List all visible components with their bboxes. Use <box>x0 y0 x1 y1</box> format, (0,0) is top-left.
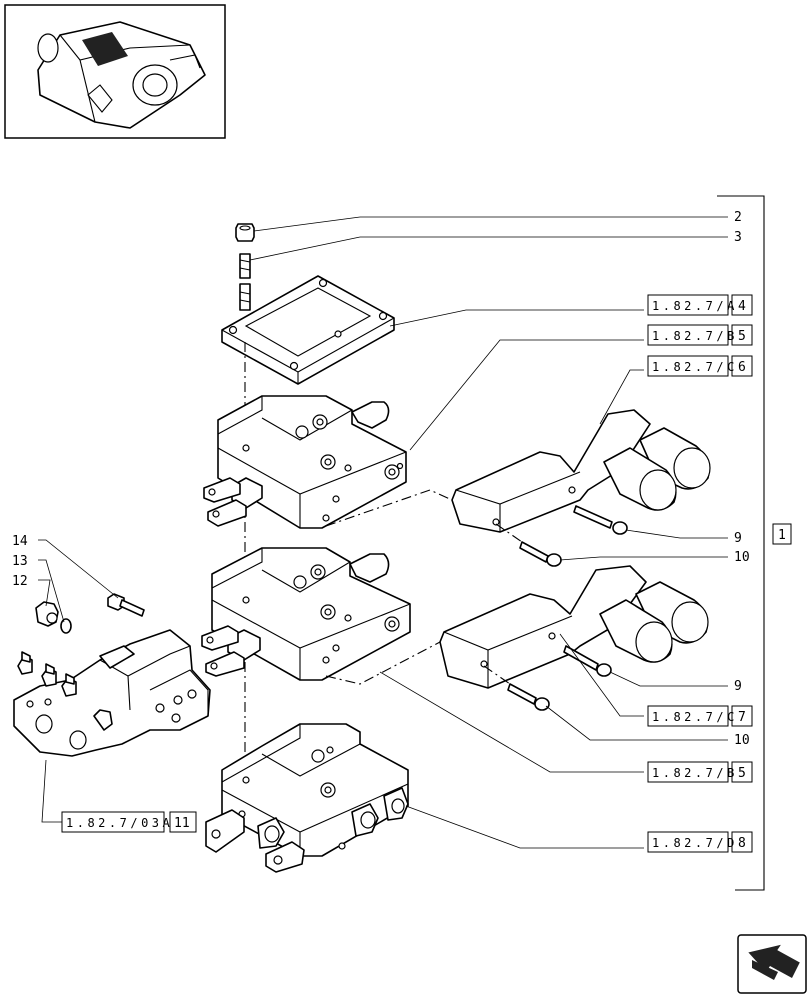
hydraulic-coupler-bracket-upper <box>451 409 711 533</box>
callout-14: 14 <box>12 534 28 549</box>
bolt-part-10-lower <box>507 683 550 711</box>
assembly-label: 1 <box>778 528 786 543</box>
ref-num: 7 <box>738 710 746 725</box>
ref-num: 11 <box>174 816 190 831</box>
callout-2: 2 <box>734 210 742 225</box>
screw-part-14 <box>107 593 145 617</box>
ref-box-1-82-7-A-4[interactable] <box>647 294 753 316</box>
ref-box-1-82-7-B-5-upper[interactable] <box>647 324 753 346</box>
valve-section-middle <box>201 547 411 681</box>
ref-code: 1.82.7/A <box>652 299 738 313</box>
ref-num: 5 <box>738 329 746 344</box>
thumbnail-assembly <box>4 4 226 139</box>
callout-9-upper: 9 <box>734 531 742 546</box>
callout-10-upper: 10 <box>734 550 750 565</box>
valve-section-upper <box>203 395 407 529</box>
ref-box-1-82-7-03A-11[interactable] <box>61 811 197 833</box>
stud-part-3 <box>239 253 251 311</box>
ref-box-1-82-7-B-5-lower[interactable] <box>647 761 753 783</box>
ref-box-1-82-7-C-6[interactable] <box>647 355 753 377</box>
seal-ring-part-13 <box>60 618 72 634</box>
next-page-arrow-icon[interactable] <box>737 934 807 994</box>
ref-code: 1.82.7/C <box>652 360 738 374</box>
ref-code: 1.82.7/D <box>652 836 738 850</box>
ref-box-1-82-7-D-8[interactable] <box>647 831 753 853</box>
plug-part-12 <box>35 601 59 627</box>
ref-num: 6 <box>738 360 746 375</box>
valve-section-lower <box>205 723 409 873</box>
ref-num: 4 <box>738 299 746 314</box>
nut-part-2 <box>235 223 255 242</box>
ref-code: 1.82.7/B <box>652 766 738 780</box>
bolt-part-9-upper <box>573 505 628 535</box>
auxiliary-valve-block <box>13 629 211 757</box>
ref-num: 5 <box>738 766 746 781</box>
cover-plate <box>221 275 395 385</box>
callout-10-lower: 10 <box>734 733 750 748</box>
bolt-part-9-lower <box>563 645 612 677</box>
callout-12: 12 <box>12 574 28 589</box>
callout-13: 13 <box>12 554 28 569</box>
callout-9-lower: 9 <box>734 679 742 694</box>
bolt-part-10-upper <box>519 541 562 567</box>
leader-lines <box>38 216 728 849</box>
callout-3: 3 <box>734 230 742 245</box>
ref-box-1-82-7-C-7[interactable] <box>647 705 753 727</box>
connection-dash-lines <box>325 489 523 685</box>
ref-code: 1.82.7/C <box>652 710 738 724</box>
ref-code: 1.82.7/03A <box>66 816 173 830</box>
ref-code: 1.82.7/B <box>652 329 738 343</box>
assembly-bracket <box>717 195 792 891</box>
ref-num: 8 <box>738 836 746 851</box>
hydraulic-coupler-bracket-lower <box>439 565 709 689</box>
